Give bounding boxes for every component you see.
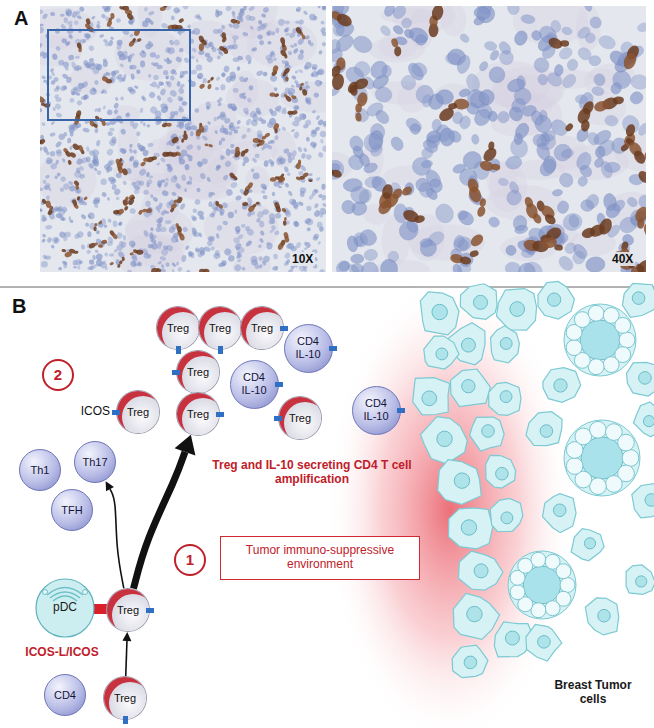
cd4-il10-cell: CD4 IL-10 <box>230 360 279 409</box>
icos-marker <box>123 716 128 724</box>
node-text-block: Treg <box>187 366 209 379</box>
node-text-block: 2 <box>54 366 62 383</box>
treg-cell: Treg <box>279 397 321 439</box>
cell-label: CD4 IL-10 <box>291 335 325 360</box>
node-text-block: Treg <box>289 412 311 425</box>
cell-label: CD4 IL-10 <box>359 397 393 422</box>
panel-label: B <box>12 294 26 318</box>
magnification-label: 10X <box>290 252 315 266</box>
node-text-block: Tumor immuno-suppressive environment <box>229 544 411 572</box>
helper-t-cell: TFH <box>51 489 93 531</box>
panel-label: A <box>14 6 28 30</box>
cell-label: Th17 <box>82 456 107 469</box>
node-text-block: pDC <box>53 601 77 615</box>
cell-label: Treg <box>187 366 209 379</box>
icos-marker <box>172 370 180 375</box>
icos-marker <box>275 382 283 387</box>
treg-cell: Treg <box>177 393 219 435</box>
magnification-label: 40X <box>610 252 635 266</box>
icos-marker <box>216 412 224 417</box>
cell-label: 1 <box>186 551 194 568</box>
cell-label: Treg <box>127 406 149 419</box>
helper-t-cell: Th17 <box>74 441 116 483</box>
tumor-label: Breast Tumor cells <box>546 678 640 707</box>
icos-marker <box>329 346 337 351</box>
treg-cell: Treg <box>177 351 219 393</box>
cell-label: TFH <box>61 504 82 517</box>
node-text-block: TFH <box>61 504 82 517</box>
cell-label: Treg <box>114 692 136 705</box>
icos-marker <box>397 408 405 413</box>
cell-label: Tumor immuno-suppressive environment <box>229 544 411 572</box>
cell-label: Treg <box>251 322 273 335</box>
treg-cell: Treg <box>117 391 159 433</box>
node-text-block: Th1 <box>31 464 50 477</box>
cd4-il10-cell: CD4 IL-10 <box>284 324 333 373</box>
node-text-block: CD4 IL-10 <box>359 397 393 422</box>
node-text-block: Th17 <box>82 456 107 469</box>
treg-cell: Treg <box>241 307 283 349</box>
ihc-image <box>332 6 646 272</box>
ihc-image <box>40 6 326 272</box>
node-text-block: Treg <box>117 604 139 617</box>
callout-circle: 2 <box>42 359 74 391</box>
connector-arrow <box>133 435 195 589</box>
process-box: Tumor immuno-suppressive environment <box>220 536 420 580</box>
connector-arrow <box>106 481 124 588</box>
icos-marker <box>274 416 282 421</box>
tumor-cells <box>413 281 654 677</box>
interaction-label: ICOS-L/ICOS <box>16 645 108 659</box>
treg-cell: Treg <box>107 589 149 631</box>
cell-label: Th1 <box>31 464 50 477</box>
helper-t-cell: Th1 <box>19 449 61 491</box>
arrowhead <box>175 435 196 456</box>
cell-label: pDC <box>53 601 77 615</box>
treg-cell: Treg <box>157 307 199 349</box>
pdc-cell: pDC <box>35 578 95 638</box>
cd4-cell: CD4 <box>44 674 86 716</box>
connector-line <box>126 641 127 676</box>
treg-cell: Treg <box>104 677 146 719</box>
connector-line <box>110 489 124 588</box>
icos-marker <box>112 410 120 415</box>
node-text-block: Treg <box>167 322 189 335</box>
zoom-box <box>48 30 190 120</box>
node-text-block: Treg <box>187 408 209 421</box>
node-text-block: Treg <box>127 406 149 419</box>
receptor-label: ICOS <box>64 404 110 418</box>
node-text-block: Treg <box>114 692 136 705</box>
arrowhead <box>122 632 131 641</box>
connector-arrow <box>122 632 131 676</box>
cell-label: CD4 <box>54 689 76 702</box>
icos-marker <box>280 326 288 331</box>
icos-marker <box>218 346 223 354</box>
icos-marker <box>146 608 154 613</box>
arrowhead <box>106 481 114 491</box>
node-text-block: CD4 <box>54 689 76 702</box>
cell-label: Treg <box>117 604 139 617</box>
cell-label: 2 <box>54 366 62 383</box>
callout-circle: 1 <box>174 544 206 576</box>
node-text-block: CD4 IL-10 <box>237 371 271 396</box>
node-text-block: Treg <box>251 322 273 335</box>
suppressive-glow <box>325 275 575 728</box>
icos-marker <box>176 346 181 354</box>
node-text-block: 1 <box>186 551 194 568</box>
cell-label: Treg <box>187 408 209 421</box>
cell-label: Treg <box>289 412 311 425</box>
process-note: Treg and IL-10 secreting CD4 T cell ampl… <box>212 458 412 487</box>
node-text-block: CD4 IL-10 <box>291 335 325 360</box>
micrograph <box>18 0 654 283</box>
cell-label: Treg <box>167 322 189 335</box>
treg-cell: Treg <box>199 307 241 349</box>
node-text-block: Treg <box>209 322 231 335</box>
cd4-il10-cell: CD4 IL-10 <box>352 386 401 435</box>
cell-label: Treg <box>209 322 231 335</box>
cell-label: CD4 IL-10 <box>237 371 271 396</box>
